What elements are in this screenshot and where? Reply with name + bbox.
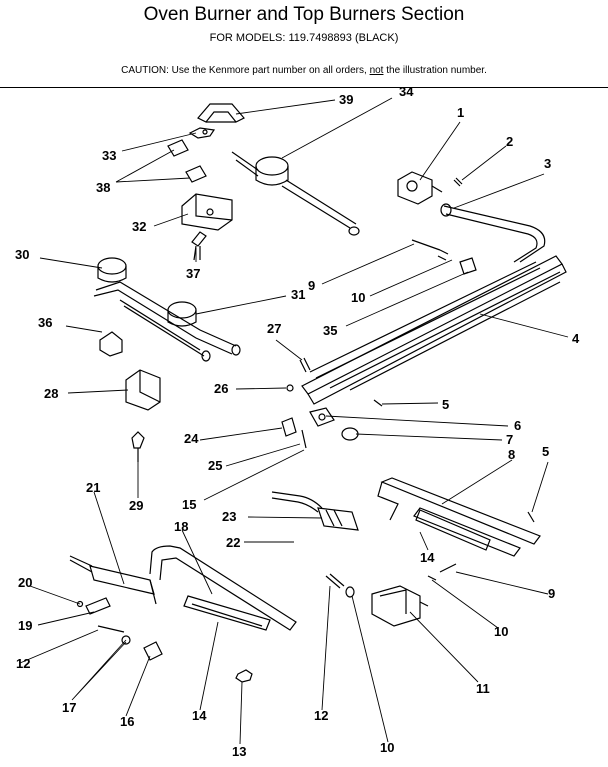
part-9-10-35-orifice bbox=[411, 239, 477, 275]
callout-2: 2 bbox=[506, 134, 513, 149]
callout-16: 16 bbox=[120, 714, 134, 729]
part-24-25-6-7-switch bbox=[281, 407, 359, 449]
part-38-bracket bbox=[167, 139, 207, 183]
part-27-26-screw bbox=[286, 357, 311, 392]
callout-5-top: 5 bbox=[442, 397, 449, 412]
header-divider bbox=[0, 87, 608, 88]
callout-24: 24 bbox=[184, 431, 199, 446]
callout-6: 6 bbox=[514, 418, 521, 433]
part-29-electrode bbox=[131, 431, 145, 462]
part-3-4-manifold bbox=[301, 203, 567, 405]
callout-4: 4 bbox=[572, 331, 580, 346]
part-32-bracket bbox=[181, 193, 233, 231]
models-subtitle: FOR MODELS: 119.7498893 (BLACK) bbox=[209, 32, 399, 44]
callout-19: 19 bbox=[18, 618, 32, 633]
callout-33: 33 bbox=[102, 148, 116, 163]
part-39-bracket bbox=[197, 103, 245, 123]
part-2-screw bbox=[453, 177, 463, 187]
callout-27: 27 bbox=[267, 321, 281, 336]
page-title: Oven Burner and Top Burners Section bbox=[143, 4, 465, 25]
callout-37: 37 bbox=[186, 266, 200, 281]
callout-10-bottom: 10 bbox=[380, 740, 394, 755]
part-37-electrode bbox=[191, 231, 207, 261]
callout-18: 18 bbox=[174, 519, 188, 534]
part-18-21-oven-burner bbox=[69, 545, 297, 631]
callout-34: 34 bbox=[399, 84, 414, 99]
callout-14-bottom: 14 bbox=[192, 708, 207, 723]
callout-8: 8 bbox=[508, 447, 515, 462]
callout-32: 32 bbox=[132, 219, 146, 234]
callout-35: 35 bbox=[323, 323, 337, 338]
callout-5-right: 5 bbox=[542, 444, 549, 459]
callout-23: 23 bbox=[222, 509, 236, 524]
part-23-igniter bbox=[271, 491, 359, 531]
part-11-regulator bbox=[371, 585, 429, 627]
part-33-clip bbox=[188, 127, 216, 139]
callout-17: 17 bbox=[62, 700, 76, 715]
callout-3: 3 bbox=[544, 156, 551, 171]
caution-note: CAUTION: Use the Kenmore part number on … bbox=[0, 65, 608, 76]
part-1-valve bbox=[397, 171, 443, 205]
callout-1: 1 bbox=[457, 105, 464, 120]
callout-26: 26 bbox=[214, 381, 228, 396]
callout-9-top: 9 bbox=[308, 278, 315, 293]
caution-suffix: the illustration number. bbox=[383, 65, 487, 76]
part-34-oven-burner bbox=[231, 151, 360, 236]
callout-38: 38 bbox=[96, 180, 110, 195]
callout-29: 29 bbox=[129, 498, 143, 513]
callout-7: 7 bbox=[506, 432, 513, 447]
caution-underlined: not bbox=[369, 65, 384, 76]
part-28-bracket bbox=[125, 369, 161, 411]
callout-20: 20 bbox=[18, 575, 32, 590]
callout-28: 28 bbox=[44, 386, 58, 401]
callout-13: 13 bbox=[232, 744, 246, 759]
callout-10-top: 10 bbox=[351, 290, 365, 305]
part-13-nut bbox=[235, 669, 253, 683]
part-8-burner-bracket bbox=[377, 477, 541, 557]
callout-22: 22 bbox=[226, 535, 240, 550]
callout-10-right: 10 bbox=[494, 624, 508, 639]
part-30-31-top-burner bbox=[93, 257, 241, 362]
part-10-fitting bbox=[345, 563, 457, 598]
callout-11: 11 bbox=[476, 681, 490, 696]
part-12-tube bbox=[97, 573, 345, 633]
callout-12-left: 12 bbox=[16, 656, 30, 671]
part-16-17-fitting bbox=[121, 635, 163, 661]
part-19-20-clip bbox=[76, 597, 111, 615]
callout-14-right: 14 bbox=[420, 550, 435, 565]
callout-30: 30 bbox=[15, 247, 29, 262]
part-5-screw bbox=[373, 399, 535, 523]
callout-31: 31 bbox=[291, 287, 305, 302]
part-36-clip bbox=[99, 331, 123, 357]
callout-25: 25 bbox=[208, 458, 222, 473]
callout-39: 39 bbox=[339, 92, 353, 107]
caution-prefix: CAUTION: Use the Kenmore part number on … bbox=[121, 65, 370, 76]
callout-12-bottom: 12 bbox=[314, 708, 328, 723]
callout-36: 36 bbox=[38, 315, 52, 330]
callout-9-right: 9 bbox=[548, 586, 555, 601]
callout-21: 21 bbox=[86, 480, 100, 495]
part-14-shield bbox=[183, 509, 491, 631]
callout-15: 15 bbox=[182, 497, 196, 512]
